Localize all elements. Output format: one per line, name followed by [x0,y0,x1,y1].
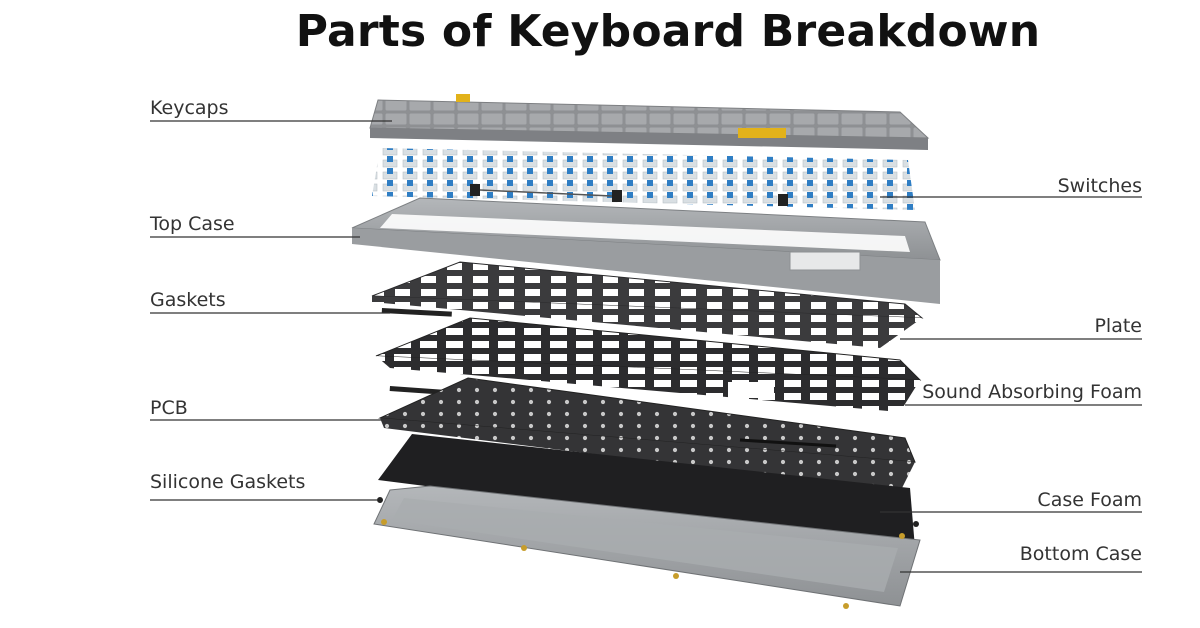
label-plate: Plate [1094,315,1142,337]
label-pcb: PCB [150,397,188,419]
label-bottom-case: Bottom Case [1019,543,1142,565]
label-case-foam: Case Foam [1037,489,1142,511]
keycaps-layer [369,94,930,150]
case-foam-layer [378,434,915,548]
label-top-case: Top Case [150,213,235,235]
label-sound-absorbing-foam: Sound Absorbing Foam [922,381,1142,403]
diagram-title: Parts of Keyboard Breakdown [295,6,1041,57]
gasket-strip [381,308,452,317]
bottom-case-layer [373,485,921,609]
sound-foam-layer [375,317,922,412]
leader-lines [150,120,1142,573]
label-gaskets: Gaskets [150,289,226,311]
label-silicone-gaskets: Silicone Gaskets [150,471,306,493]
label-keycaps: Keycaps [150,97,229,119]
label-switches: Switches [1057,175,1142,197]
yellow-keycap [456,94,470,102]
top-case-layer [351,197,941,304]
pcb-layer [378,377,916,492]
switches-layer [372,148,915,210]
yellow-enter-keycap [738,128,786,138]
plate-layer [371,261,924,348]
silicone-gasket-dot [377,497,383,503]
